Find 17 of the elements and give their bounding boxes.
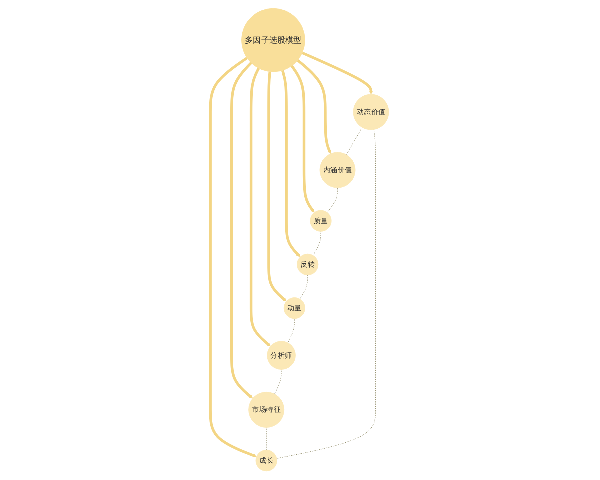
arrow xyxy=(282,70,301,258)
connector xyxy=(327,188,338,213)
arrow xyxy=(250,68,272,347)
connector xyxy=(274,370,282,394)
connector xyxy=(346,127,363,156)
connector xyxy=(300,275,308,300)
connector xyxy=(313,231,322,256)
arrow xyxy=(268,72,287,302)
arrow xyxy=(209,57,258,458)
connector xyxy=(266,428,267,450)
arrow xyxy=(230,62,254,399)
arrow xyxy=(302,52,374,95)
connector xyxy=(288,318,296,344)
arrow xyxy=(297,59,332,154)
node-circle: 多因子选股模型 xyxy=(242,8,306,72)
arrow xyxy=(291,65,315,213)
connector xyxy=(276,130,376,459)
